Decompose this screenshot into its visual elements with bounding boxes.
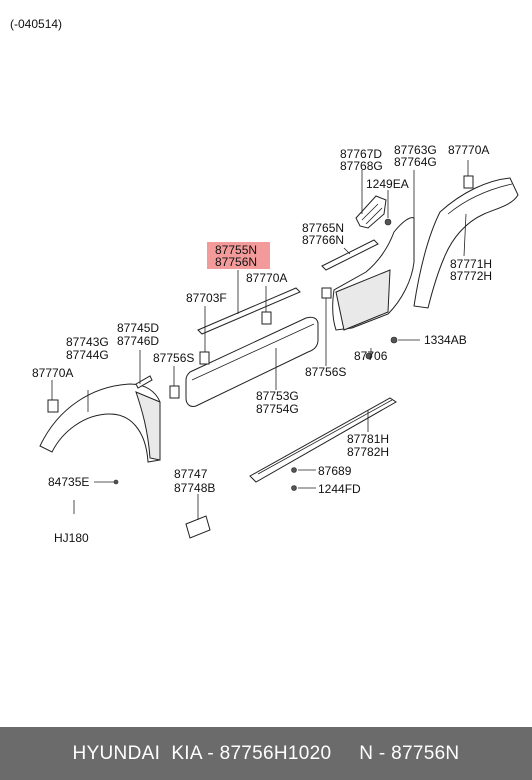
label-87756N: 87756N <box>215 255 257 269</box>
clip-87770A-mid <box>261 311 272 325</box>
parts-diagram: (-040514) <box>10 17 519 545</box>
sill-molding-line <box>257 399 393 475</box>
door-molding-line <box>191 323 315 381</box>
leader-lines <box>51 160 469 520</box>
clip-87756S-right <box>321 287 332 299</box>
label-87706: 87706 <box>354 349 388 363</box>
label-HJ180: HJ180 <box>54 531 89 545</box>
front-fender-inner <box>135 391 161 461</box>
flare-edge-line <box>447 183 513 215</box>
bolt-87689 <box>291 467 297 473</box>
rear-fender-flare <box>413 177 519 309</box>
highlight-box <box>207 242 270 269</box>
door-molding-87753G <box>185 316 319 407</box>
label-87772H: 87772H <box>450 269 492 283</box>
sill-molding-87781H <box>249 397 397 483</box>
strip-87755N <box>197 287 301 335</box>
label-87770A-mid: 87770A <box>246 271 287 285</box>
label-87745D: 87745D <box>117 321 159 335</box>
footer-bar: HYUNDAI KIA - 87756H1020 N - 87756N <box>0 727 532 780</box>
clip-87770A-top <box>463 175 474 189</box>
label-84735E: 84735E <box>48 475 89 489</box>
plate-87747 <box>185 515 211 539</box>
bolt-87706 <box>365 352 373 360</box>
label-87743G: 87743G <box>66 335 109 349</box>
label-87748B: 87748B <box>174 481 215 495</box>
label-87747: 87747 <box>174 467 208 481</box>
bracket-ribs <box>361 203 383 225</box>
bracket-87767D <box>355 195 387 229</box>
label-1249EA: 1249EA <box>366 177 409 191</box>
clip-87770A-left <box>47 399 59 413</box>
label-1334AB: 1334AB <box>424 333 467 347</box>
clip-87756S-left <box>169 385 180 399</box>
label-87744G: 87744G <box>66 348 109 362</box>
label-87746D: 87746D <box>117 334 159 348</box>
label-87756S-left: 87756S <box>153 351 194 365</box>
strip-87765N <box>321 239 379 271</box>
label-87782H: 87782H <box>347 445 389 459</box>
label-87771H: 87771H <box>450 257 492 271</box>
label-87766N: 87766N <box>302 233 344 247</box>
label-87755N: 87755N <box>215 243 257 257</box>
bolt-1249EA <box>384 218 392 226</box>
label-87770A-left: 87770A <box>32 366 73 380</box>
label-87703F: 87703F <box>186 291 227 305</box>
label-87767D: 87767D <box>340 147 382 161</box>
date-code: (-040514) <box>10 17 62 31</box>
bolt-1334AB <box>390 336 398 344</box>
bolt-1244FD <box>291 485 297 491</box>
label-1244FD: 1244FD <box>318 482 361 496</box>
label-87756S-right: 87756S <box>305 365 346 379</box>
footer-text: HYUNDAI KIA - 87756H1020 N - 87756N <box>72 742 460 764</box>
label-87770A-top: 87770A <box>448 143 489 157</box>
label-87781H: 87781H <box>347 432 389 446</box>
label-87763G: 87763G <box>394 143 437 157</box>
bolt-84735E <box>113 479 119 485</box>
clip-87703F <box>199 351 210 365</box>
label-87689: 87689 <box>318 464 352 478</box>
label-87753G: 87753G <box>256 389 299 403</box>
label-87765N: 87765N <box>302 221 344 235</box>
rear-quarter-molding-lower <box>335 269 391 331</box>
clip-87745D <box>135 375 153 389</box>
label-87754G: 87754G <box>256 402 299 416</box>
label-87764G: 87764G <box>394 155 437 169</box>
label-87768G: 87768G <box>340 159 383 173</box>
